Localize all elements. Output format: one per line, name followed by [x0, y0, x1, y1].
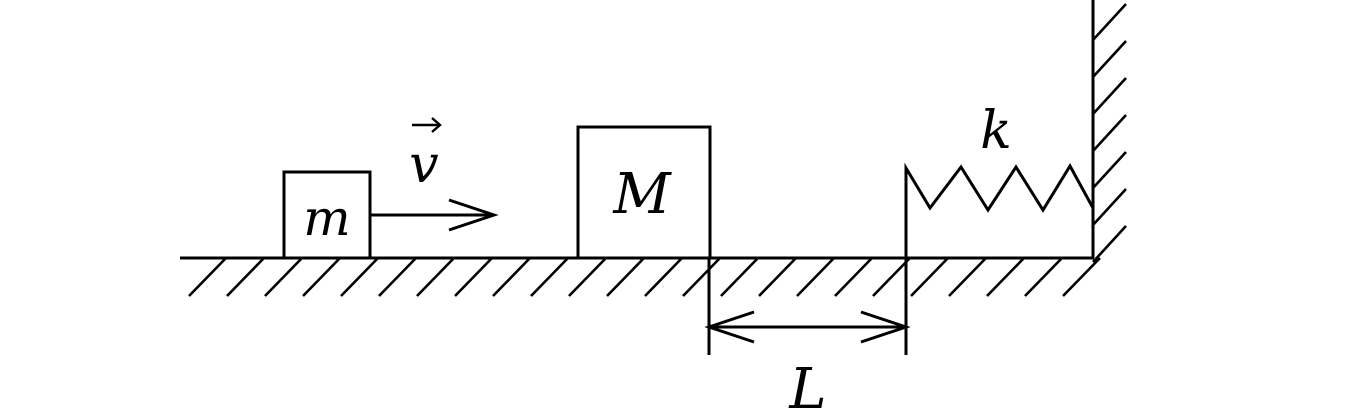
- wall-hatch-mark: [1092, 3, 1127, 41]
- floor-hatch-mark: [226, 257, 265, 297]
- floor-hatch-mark: [302, 257, 341, 297]
- wall-hatch-mark: [1092, 225, 1127, 263]
- small-block-label: m: [303, 189, 350, 247]
- floor-hatch-mark: [834, 257, 873, 297]
- floor-hatch-mark: [1062, 257, 1101, 297]
- floor-hatch-mark: [568, 257, 607, 297]
- floor-hatch-mark: [340, 257, 379, 297]
- floor-hatch-mark: [872, 257, 911, 297]
- large-block: [576, 125, 712, 260]
- velocity-label: v: [409, 117, 442, 195]
- spring: [904, 162, 1095, 258]
- velocity-arrow: [370, 198, 499, 232]
- floor-hatch-mark: [492, 257, 531, 297]
- floor-hatching: [188, 257, 1101, 297]
- floor-hatch-mark: [606, 257, 645, 297]
- floor-hatch-mark: [188, 257, 227, 297]
- wall-hatch-mark: [1092, 40, 1127, 78]
- wall-hatching: [1092, 3, 1127, 263]
- floor-hatch-mark: [454, 257, 493, 297]
- distance-arrow: [704, 310, 911, 344]
- floor-hatch-mark: [1024, 257, 1063, 297]
- floor-hatch-mark: [682, 257, 721, 297]
- vector-arrow-icon: [412, 117, 442, 133]
- floor-hatch-mark: [530, 257, 569, 297]
- wall-hatch-mark: [1092, 151, 1127, 189]
- wall-hatch-mark: [1092, 188, 1127, 226]
- floor-hatch-mark: [720, 257, 759, 297]
- large-block-label: M: [612, 162, 672, 227]
- floor-hatch-mark: [986, 257, 1025, 297]
- floor-hatch-mark: [416, 257, 455, 297]
- wall-hatch-mark: [1092, 114, 1127, 152]
- floor-hatch-mark: [758, 257, 797, 297]
- distance-label: L: [788, 357, 826, 418]
- floor-hatch-mark: [378, 257, 417, 297]
- wall-hatch-mark: [1092, 77, 1127, 115]
- spring-constant-label: k: [980, 101, 1012, 161]
- floor-hatch-mark: [910, 257, 949, 297]
- floor-hatch-mark: [948, 257, 987, 297]
- floor-hatch-mark: [796, 257, 835, 297]
- velocity-symbol: v: [409, 135, 438, 195]
- floor-hatch-mark: [644, 257, 683, 297]
- floor-hatch-mark: [264, 257, 303, 297]
